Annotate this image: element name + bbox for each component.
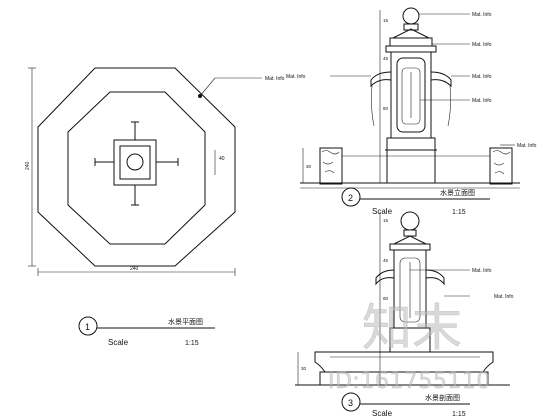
plan-dim-inner-text: 40 xyxy=(219,156,225,162)
elev-callout-6: Mat. Info xyxy=(517,143,537,149)
sect-basin-base xyxy=(319,371,489,386)
elev-sphere xyxy=(402,7,420,25)
elev-callout-2: Mat. Info xyxy=(472,42,492,48)
sect-marker: 3 xyxy=(348,398,353,408)
elev-dim-4: 30 xyxy=(306,164,312,169)
elev-scale-value: 1:15 xyxy=(452,209,466,216)
elev-dim-2: 45 xyxy=(383,56,389,61)
sect-title: 水景剖面图 xyxy=(425,393,460,402)
elev-spout-right xyxy=(430,71,452,88)
elevation-view: Mat. Info Mat. Info Mat. Info Mat. Info … xyxy=(286,7,537,216)
sect-scale-value: 1:15 xyxy=(452,411,466,418)
elev-callouts: Mat. Info Mat. Info Mat. Info Mat. Info … xyxy=(286,12,537,149)
sect-spout-right xyxy=(425,269,445,286)
plan-inner-octagon xyxy=(67,91,206,245)
elev-marker: 2 xyxy=(348,193,353,203)
watermark-logo: 知末 xyxy=(362,299,462,357)
elev-dim-3: 80 xyxy=(383,106,389,111)
sect-dim-2: 45 xyxy=(383,258,389,263)
elev-capital-mid xyxy=(389,37,433,47)
plan-sphere-circle xyxy=(126,153,144,171)
elev-right-stone-wall xyxy=(489,147,513,185)
elev-spout-left xyxy=(370,71,392,88)
plan-view: Mat. Info 240 240 40 1 水景平面图 Scale 1:15 xyxy=(25,67,285,347)
elev-callout-1: Mat. Info xyxy=(472,12,492,18)
elev-capital-base xyxy=(385,45,437,53)
plan-pedestal-mid xyxy=(119,145,151,180)
sect-dim-1: 15 xyxy=(383,218,389,223)
plan-callout-text: Mat. Info xyxy=(265,76,285,82)
sect-dim-3: 80 xyxy=(383,296,389,301)
elev-marker-circle xyxy=(341,187,361,207)
elev-left-stone-wall xyxy=(319,147,343,185)
elev-scale-label: Scale xyxy=(372,207,393,216)
elev-dim-1: 15 xyxy=(383,18,389,23)
plan-scale-label: Scale xyxy=(108,338,129,347)
elev-callout-4: Mat. Info xyxy=(472,74,492,80)
plan-dim-width-text: 240 xyxy=(130,266,139,272)
plan-outer-octagon xyxy=(37,67,236,267)
sect-marker-circle xyxy=(341,392,361,412)
sect-dim-4: 30 xyxy=(301,366,307,371)
sect-sphere xyxy=(400,211,420,231)
plan-dim-height-text: 240 xyxy=(25,161,31,170)
plan-scale-value: 1:15 xyxy=(185,340,199,347)
elev-column-panel xyxy=(396,57,426,133)
elev-callout-5: Mat. Info xyxy=(472,98,492,104)
sect-callout-2: Mat. Info xyxy=(472,268,492,274)
sect-capital xyxy=(389,243,431,251)
elev-column-base xyxy=(386,137,436,184)
watermark-id: ID:161755110 xyxy=(328,369,491,394)
plan-marker-circle xyxy=(78,316,98,336)
elev-title: 水景立面图 xyxy=(440,188,475,197)
sect-callout-1: Mat. Info xyxy=(494,294,514,300)
plan-marker: 1 xyxy=(85,322,90,332)
elev-capital-roof xyxy=(392,28,430,39)
sect-capital-roof xyxy=(393,235,427,245)
elev-callout-3: Mat. Info xyxy=(286,74,306,80)
plan-title: 水景平面图 xyxy=(168,317,203,326)
watermark: 知末 ID:161755110 xyxy=(328,299,491,395)
sect-scale-label: Scale xyxy=(372,409,393,418)
section-view: Mat. Info Mat. Info 15 45 80 30 3 水景剖面图 … xyxy=(295,211,514,418)
sect-spout-left xyxy=(375,269,395,286)
